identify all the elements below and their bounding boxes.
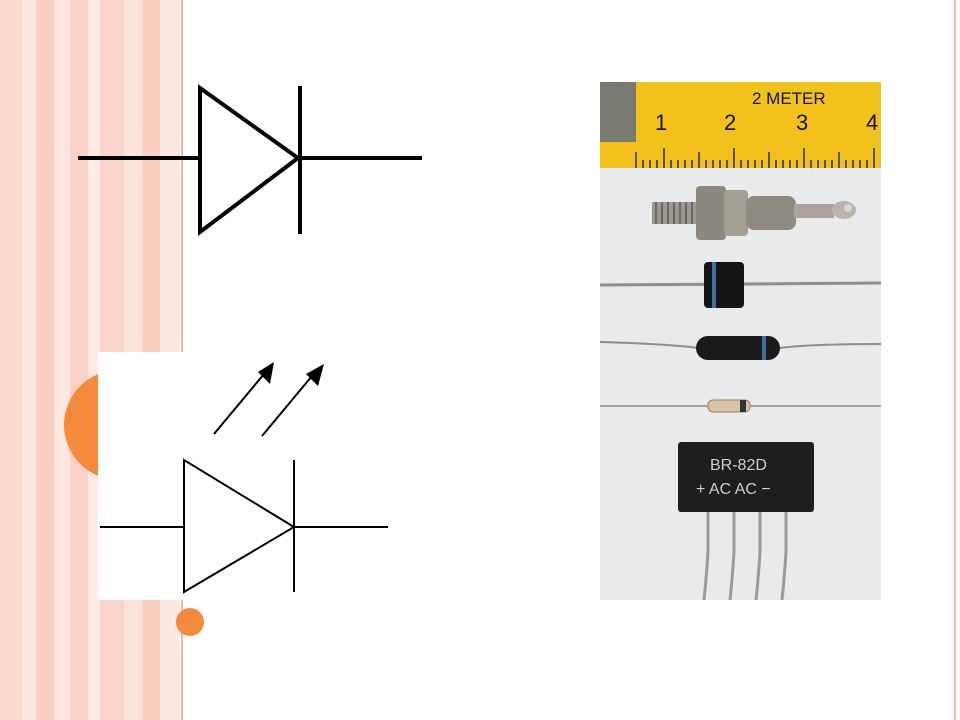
ruler-number: 4 xyxy=(866,110,878,135)
bridge-label: + AC AC − xyxy=(696,481,771,498)
led-triangle xyxy=(183,458,296,594)
stud-diode xyxy=(652,186,856,240)
axial-diode xyxy=(600,336,881,360)
diode-triangle xyxy=(198,84,302,237)
glass-diode xyxy=(600,399,881,413)
led-symbol-panel xyxy=(98,352,396,600)
decor-stripe xyxy=(54,0,70,720)
led-emission-arrow xyxy=(261,375,313,437)
led-arrowhead xyxy=(306,364,324,386)
axial-diode xyxy=(600,262,881,308)
decor-stripe xyxy=(36,0,54,720)
ruler-number: 1 xyxy=(655,110,667,135)
diodes-photo: 2 METER 1 2 3 4 xyxy=(600,82,881,600)
led-emission-arrow xyxy=(213,373,265,435)
decor-stripe xyxy=(70,0,88,720)
decor-stripe xyxy=(22,0,36,720)
led-arrowhead xyxy=(258,362,274,384)
decor-stripe xyxy=(88,0,100,720)
ruler-number: 2 xyxy=(724,110,736,135)
ruler-label: 2 METER xyxy=(752,89,826,108)
ruler-ticks xyxy=(635,148,875,168)
decor-orange-dot xyxy=(176,608,204,636)
bridge-rectifier: BR-82D + AC AC − xyxy=(678,442,814,600)
bridge-label: BR-82D xyxy=(710,457,767,474)
led-symbol xyxy=(100,362,388,594)
ruler-number: 3 xyxy=(796,110,808,135)
decor-stripe xyxy=(0,0,22,720)
ruler-clip xyxy=(600,82,636,142)
decor-right-line xyxy=(954,0,956,720)
diode-symbol xyxy=(78,84,422,237)
